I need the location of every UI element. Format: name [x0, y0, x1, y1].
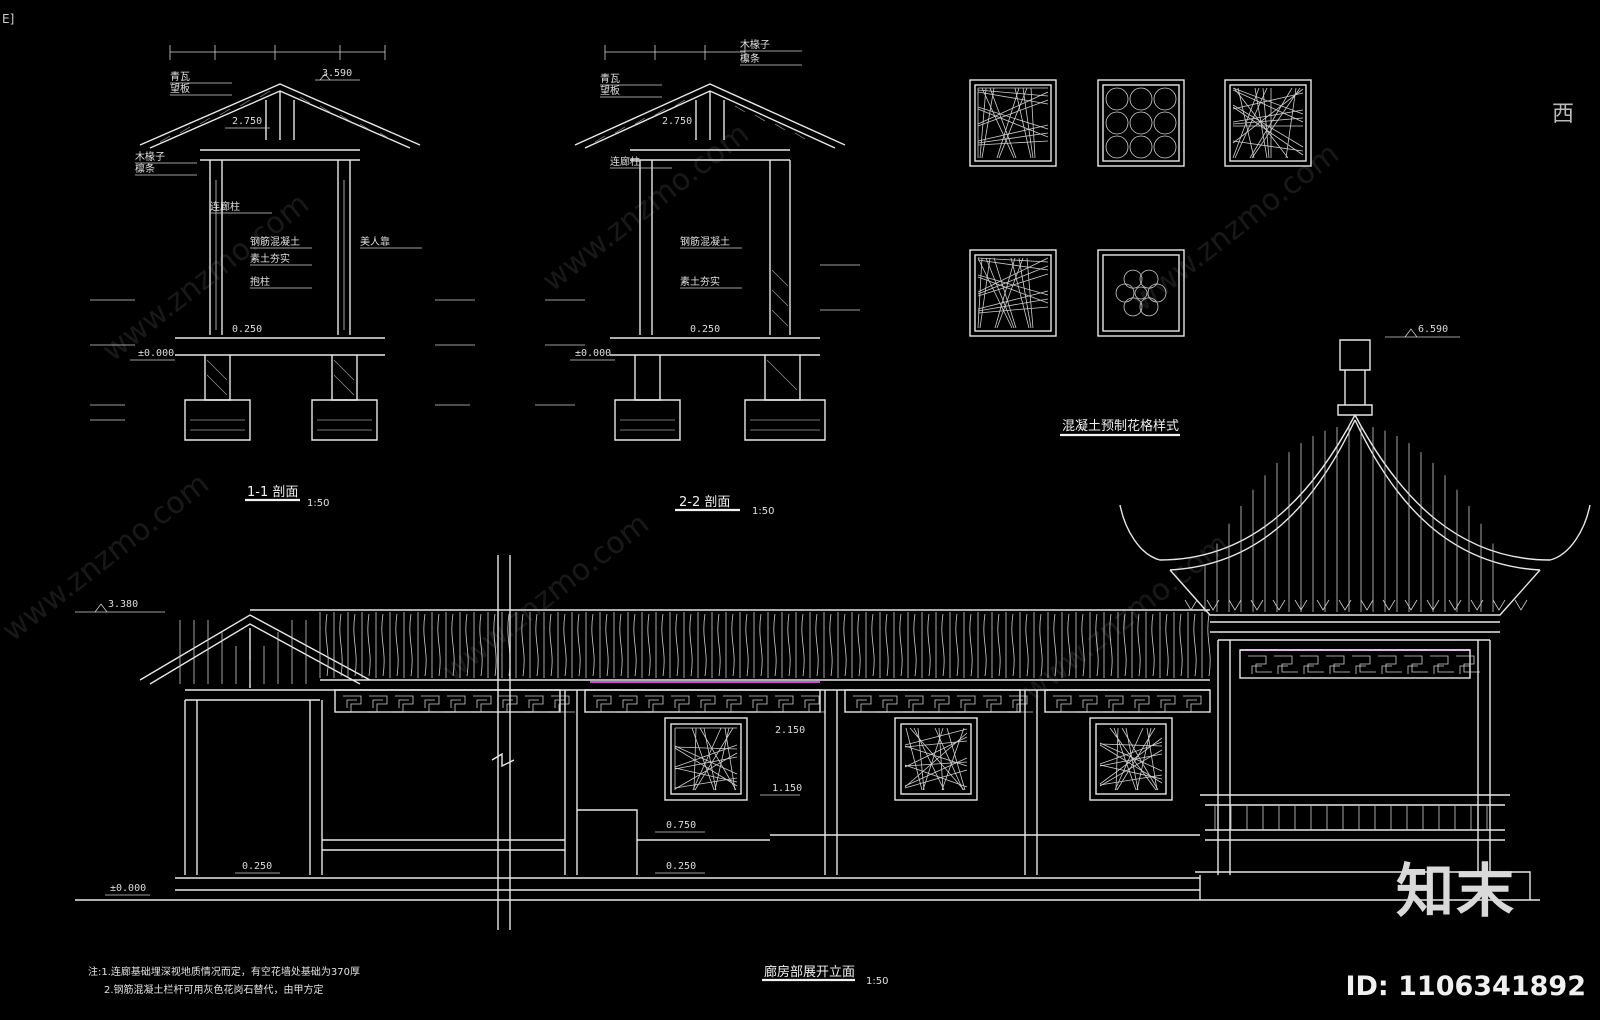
elev-level-step: 0.750	[666, 820, 696, 831]
section-note: 美人靠	[360, 235, 390, 248]
lattice-pattern	[977, 87, 1049, 159]
lattice-panels	[969, 79, 1312, 337]
section1-scale: 1:50	[307, 498, 329, 509]
elev-level-window: 2.150	[775, 725, 805, 736]
elev-level-floor: 0.250	[666, 861, 696, 872]
section1-level-floor: 0.250	[232, 324, 262, 335]
elev-level-floor2: 0.250	[242, 861, 272, 872]
section-note: 连廊柱	[210, 200, 240, 213]
section-1-1: 3.590 2.750 0.250 ±0.000 青瓦望板木椽子檩条连廊柱钢筋混…	[90, 45, 475, 509]
compass-label: 西	[1551, 102, 1574, 127]
lattice-pattern	[1115, 269, 1167, 317]
elev-level-roof: 3.380	[108, 599, 138, 610]
section-note: 木椽子	[740, 38, 770, 51]
section-note: 檩条	[135, 162, 155, 175]
section-note: 素土夯实	[250, 252, 290, 265]
section-note: 檩条	[740, 52, 760, 65]
section2-level-floor: 0.250	[690, 324, 720, 335]
section2-level-zero: ±0.000	[575, 348, 611, 359]
brand-logo-text: 知末	[1395, 857, 1516, 925]
elev-level-zero: ±0.000	[110, 883, 146, 894]
section-note: 青瓦	[600, 72, 620, 85]
section-note: 青瓦	[170, 70, 190, 83]
section-note: 抱柱	[250, 275, 270, 288]
lattice-pattern	[1105, 87, 1177, 159]
section1-level-top: 3.590	[322, 68, 352, 79]
lattice-pattern	[977, 257, 1049, 329]
section-note: 钢筋混凝土	[250, 235, 300, 248]
section-note: 望板	[170, 82, 190, 95]
corner-mark: E]	[2, 12, 15, 26]
section-note: 木椽子	[135, 150, 165, 163]
section2-scale: 1:50	[752, 506, 774, 517]
lattice-pattern	[1232, 87, 1304, 159]
section1-level-mid: 2.750	[232, 116, 262, 127]
image-id: ID: 1106341892	[1345, 971, 1586, 1002]
elevation-scale: 1:50	[866, 976, 888, 987]
section2-level-mid: 2.750	[662, 116, 692, 127]
elev-level-pavilion: 6.590	[1418, 324, 1448, 335]
section-note: 望板	[600, 84, 620, 97]
section1-level-zero: ±0.000	[138, 348, 174, 359]
elev-level-sill: 1.150	[772, 783, 802, 794]
section2-title: 2-2 剖面	[679, 495, 730, 510]
footnote-2: 2.钢筋混凝土栏杆可用灰色花岗石替代，由甲方定	[104, 983, 324, 996]
section-note: 连廊柱	[610, 155, 640, 168]
footnote-1: 注:1.连廊基础埋深视地质情况而定，有空花墙处基础为370厚	[88, 965, 360, 978]
elevation-title: 廊房部展开立面	[764, 964, 855, 980]
section1-title: 1-1 剖面	[247, 485, 298, 500]
corridor-elevation: 3.380 6.590 2.150 1.150 0.750 0.250 0.25…	[75, 324, 1591, 987]
lattice-title: 混凝土预制花格样式	[1062, 418, 1179, 434]
section-note: 钢筋混凝土	[680, 235, 730, 248]
section-note: 素土夯实	[680, 275, 720, 288]
